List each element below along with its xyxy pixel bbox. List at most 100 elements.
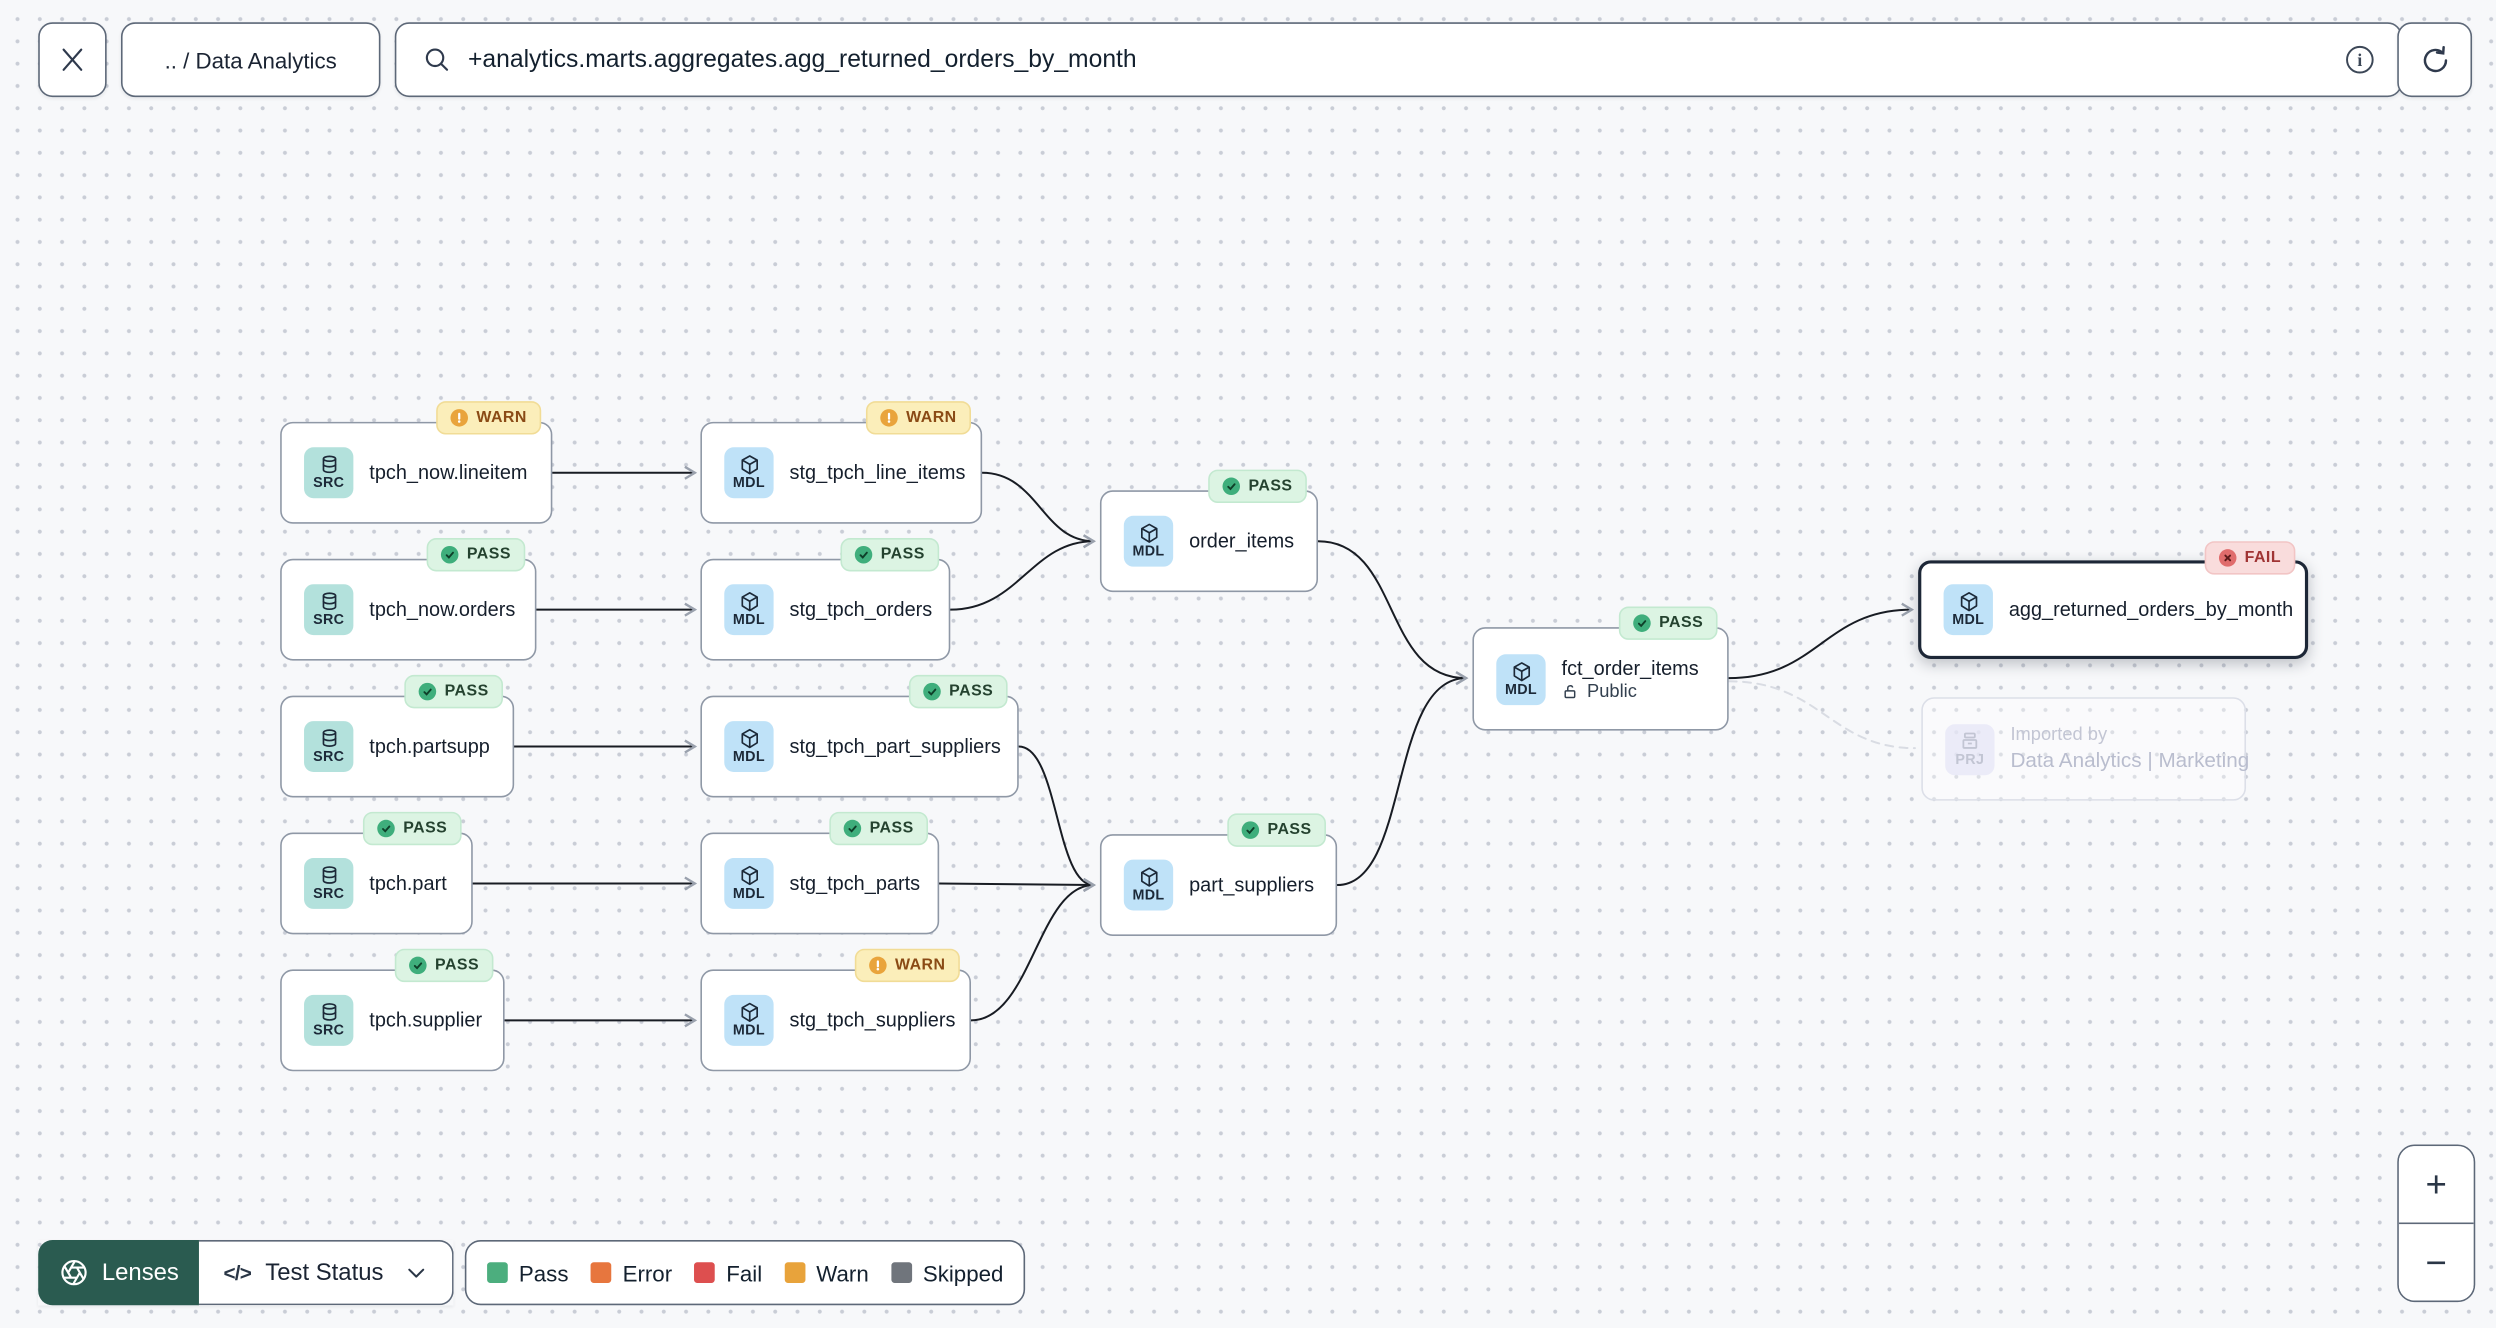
code-icon: </>	[223, 1260, 251, 1285]
cube-icon	[1140, 523, 1157, 543]
warn-icon	[450, 409, 469, 427]
status-label: FAIL	[2244, 549, 2282, 567]
node-tpch.part[interactable]: PASS SRC tpch.part	[280, 811, 473, 935]
zoom-out-button[interactable]: −	[2398, 1222, 2474, 1301]
pass-icon	[844, 819, 862, 838]
refresh-button[interactable]	[2397, 22, 2473, 98]
warn-icon	[880, 409, 899, 427]
node-type-badge: MDL	[1123, 859, 1174, 911]
node-type-badge: MDL	[1123, 515, 1174, 567]
node-type-badge: MDL	[724, 994, 774, 1046]
node-type-badge: SRC	[304, 584, 354, 636]
node-order_items[interactable]: PASS MDL order_items	[1099, 469, 1319, 593]
legend-label: Pass	[518, 1259, 569, 1286]
pass-icon	[409, 956, 428, 975]
edge	[1336, 671, 1469, 887]
status-badge: WARN	[866, 401, 971, 435]
close-icon	[62, 48, 83, 71]
status-badge: PASS	[363, 811, 462, 846]
legend-swatch	[694, 1262, 716, 1283]
search-input[interactable]	[467, 45, 2328, 75]
node-type-label: MDL	[1132, 542, 1165, 559]
pass-icon	[1633, 614, 1652, 632]
node-type-label: MDL	[1952, 611, 1985, 628]
status-label: PASS	[466, 545, 511, 564]
node-type-label: MDL	[732, 474, 765, 491]
edge-dashed	[1727, 680, 1916, 750]
status-badge: PASS	[1227, 813, 1326, 847]
node-label: stg_tpch_orders	[789, 598, 933, 621]
node-type-label: SRC	[313, 474, 345, 491]
breadcrumb: .. / Data Analytics	[164, 46, 337, 73]
node-part_suppliers[interactable]: PASS MDL part_suppliers	[1099, 813, 1338, 936]
node-stg_tpch_suppliers[interactable]: WARN MDL stg_tpch_suppliers	[700, 948, 971, 1072]
node-tpch.supplier[interactable]: PASS SRC tpch.supplier	[280, 948, 505, 1072]
node-type-label: MDL	[1504, 680, 1537, 697]
node-type-badge: MDL	[724, 584, 774, 636]
node-type-badge: PRJ	[1945, 723, 1995, 775]
zoom-in-button[interactable]: +	[2398, 1146, 2474, 1223]
node-label: tpch.partsupp	[369, 735, 490, 758]
node-stg_tpch_part_suppliers[interactable]: PASS MDL stg_tpch_part_suppliers	[700, 674, 1019, 798]
node-label: tpch_now.lineitem	[369, 461, 528, 484]
node-type-badge: SRC	[304, 857, 354, 909]
edge	[970, 878, 1096, 1022]
pass-icon	[1242, 821, 1260, 839]
lenses-button[interactable]: Lenses	[38, 1240, 200, 1306]
database-icon	[321, 455, 336, 474]
node-type-label: SRC	[313, 1022, 345, 1038]
edge	[1727, 602, 1915, 680]
search-icon	[425, 48, 449, 71]
pass-icon	[855, 545, 873, 564]
node-imported-by-project[interactable]: PRJ Imported by Data Analytics | Marketi…	[1921, 697, 2249, 801]
node-type-label: SRC	[313, 748, 345, 765]
node-fct_order_items[interactable]: PASS MDL fct_order_items Public	[1472, 606, 1729, 731]
node-type-label: MDL	[732, 611, 765, 628]
pass-icon	[419, 682, 437, 701]
archive-icon	[1962, 732, 1978, 749]
close-button[interactable]	[38, 22, 107, 98]
node-stg_tpch_orders[interactable]: PASS MDL stg_tpch_orders	[700, 538, 951, 661]
cube-icon	[740, 1002, 758, 1023]
search-bar[interactable]: i	[394, 22, 2403, 98]
edge	[1017, 745, 1096, 892]
status-badge: PASS	[395, 948, 494, 983]
node-tpch_now.orders[interactable]: PASS SRC tpch_now.orders	[280, 538, 537, 661]
legend-item: Warn	[784, 1260, 869, 1285]
status-badge: WARN	[855, 948, 960, 983]
breadcrumb-button[interactable]: .. / Data Analytics	[120, 22, 381, 98]
status-label: PASS	[1267, 821, 1312, 839]
lens-selector[interactable]: </> Test Status	[199, 1240, 454, 1306]
node-agg_returned_orders_by_month[interactable]: FAIL MDL agg_returned_orders_by_month	[1918, 541, 2309, 660]
node-type-label: SRC	[313, 885, 345, 902]
node-tpch.partsupp[interactable]: PASS SRC tpch.partsupp	[280, 674, 515, 798]
cube-icon	[740, 865, 758, 886]
status-badge: PASS	[427, 538, 526, 572]
lock-open-icon	[1564, 685, 1576, 699]
node-type-badge: SRC	[304, 721, 354, 773]
node-label: fct_order_items	[1561, 656, 1699, 679]
status-label: PASS	[949, 682, 994, 701]
legend-swatch	[784, 1262, 806, 1283]
node-stg_tpch_line_items[interactable]: WARN MDL stg_tpch_line_items	[700, 401, 983, 524]
status-badge: PASS	[840, 538, 940, 572]
access-label: Public	[1587, 682, 1637, 702]
info-icon[interactable]: i	[2343, 43, 2376, 76]
node-type-label: MDL	[732, 748, 765, 765]
status-badge: PASS	[829, 811, 929, 846]
node-tpch_now.lineitem[interactable]: WARN SRC tpch_now.lineitem	[280, 401, 553, 524]
node-label: tpch_now.orders	[369, 598, 516, 621]
cube-icon	[740, 592, 758, 612]
node-type-label: MDL	[1132, 886, 1165, 903]
legend-item: Skipped	[891, 1260, 1003, 1285]
edge	[949, 534, 1096, 611]
imported-by-label: Imported by	[2010, 725, 2108, 745]
node-label: tpch.supplier	[369, 1009, 483, 1032]
pass-icon	[1222, 477, 1241, 496]
status-badge: PASS	[1619, 606, 1718, 640]
cube-icon	[1140, 867, 1157, 887]
node-stg_tpch_parts[interactable]: PASS MDL stg_tpch_parts	[700, 811, 940, 935]
status-label: WARN	[906, 409, 957, 427]
